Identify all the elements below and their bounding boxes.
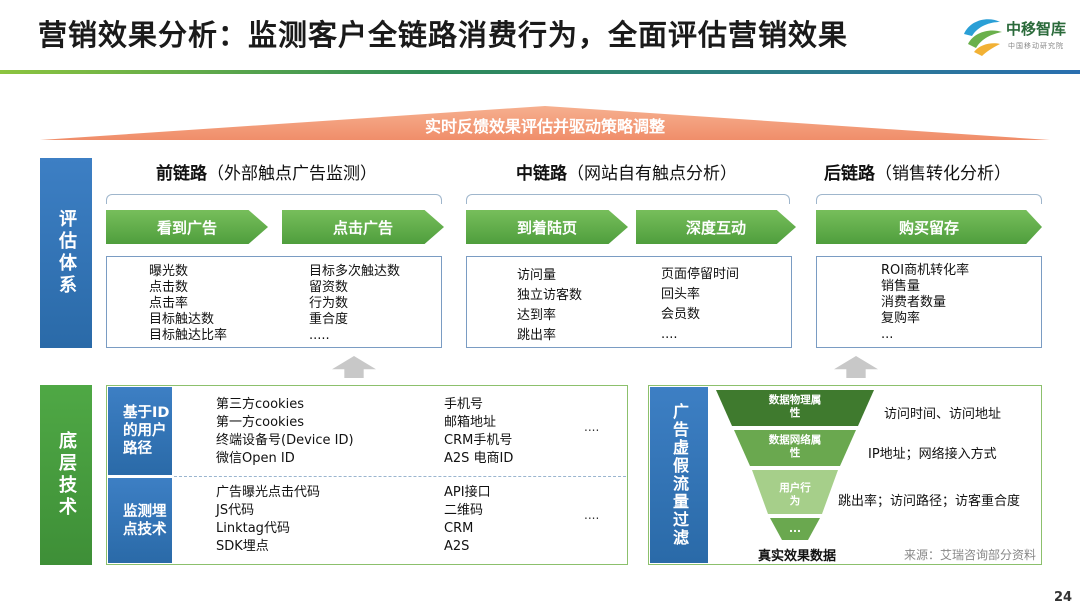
tech-item: 微信Open ID <box>216 451 295 466</box>
metrics-front-right: 目标多次触达数 留资数 行为数 重合度 ..... <box>309 264 400 344</box>
metric-item: 点击数 <box>149 280 189 295</box>
tech-item: 手机号 <box>444 397 484 412</box>
step-click-ad: 点击广告 <box>282 210 444 244</box>
segment-title-front: 前链路（外部触点广告监测） <box>156 164 377 184</box>
metric-item: ROI商机转化率 <box>881 263 970 278</box>
funnel-layer-behavior <box>752 470 838 514</box>
funnel-desc: 访问时间、访问地址 <box>884 407 1002 422</box>
tech-item: JS代码 <box>216 503 255 518</box>
funnel-desc: 跳出率；访问路径；访客重合度 <box>838 494 1021 509</box>
metric-item: 曝光数 <box>149 264 189 279</box>
bracket-back <box>816 194 1042 204</box>
tech-item: API接口 <box>444 485 491 500</box>
metrics-middle-right: 页面停留时间 回头率 会员数 .... <box>661 265 739 345</box>
row-label-id-path: 基于ID的用户路径 <box>108 387 172 475</box>
metrics-front-left: 曝光数 点击数 点击率 目标触达数 目标触达比率 <box>149 264 227 344</box>
tech-item: CRM手机号 <box>444 433 513 448</box>
metric-item: 行为数 <box>309 296 349 311</box>
step-purchase-retention: 购买留存 <box>816 210 1042 244</box>
metrics-front-box: 曝光数 点击数 点击率 目标触达数 目标触达比率 目标多次触达数 留资数 行为数… <box>106 256 442 348</box>
base-tech-side-label: 底层技术 <box>40 385 92 565</box>
id-path-col2: 手机号 邮箱地址 CRM手机号 A2S 电商ID <box>444 396 513 468</box>
tech-item: 终端设备号(Device ID) <box>216 433 354 448</box>
metric-item: 独立访客数 <box>517 288 583 303</box>
metrics-back-list: ROI商机转化率 销售量 消费者数量 复购率 ... <box>881 263 969 343</box>
step-deep-interaction: 深度互动 <box>636 210 796 244</box>
bracket-middle <box>466 194 790 204</box>
metric-item: 复购率 <box>881 311 921 326</box>
tech-item: A2S 电商ID <box>444 451 514 466</box>
logo-icon <box>964 19 1002 56</box>
metric-item: 目标触达比率 <box>149 328 228 343</box>
feedback-banner <box>40 106 1050 140</box>
tech-item: 邮箱地址 <box>444 415 497 430</box>
metric-item: .... <box>661 327 678 342</box>
metrics-middle-box: 访问量 独立访客数 达到率 跳出率 页面停留时间 回头率 会员数 .... <box>466 256 792 348</box>
funnel-label: ... <box>789 522 801 535</box>
base-tech-box <box>106 385 628 565</box>
metric-item: 点击率 <box>149 296 189 311</box>
funnel-layer-physical <box>716 390 874 426</box>
funnel-label: 数据物理属性 <box>768 394 822 419</box>
metrics-middle-left: 访问量 独立访客数 达到率 跳出率 <box>517 266 582 346</box>
metric-item: 留资数 <box>309 280 349 295</box>
page-number: 24 <box>1054 590 1073 605</box>
funnel-result: 真实效果数据 <box>758 549 837 564</box>
tracking-col2: API接口 二维码 CRM A2S <box>444 484 491 556</box>
funnel-layer-more <box>770 518 820 540</box>
more-ellipsis: .... <box>584 420 600 434</box>
metric-item: 达到率 <box>517 308 557 323</box>
funnel-layer-network <box>734 430 856 466</box>
tech-item: CRM <box>444 521 474 536</box>
metric-item: 会员数 <box>661 307 701 322</box>
funnel-label: 数据网络属性 <box>768 434 822 459</box>
id-path-col1: 第三方cookies 第一方cookies 终端设备号(Device ID) 微… <box>216 396 354 468</box>
banner-text: 实时反馈效果评估并驱动策略调整 <box>424 117 665 136</box>
metric-item: 回头率 <box>661 287 701 302</box>
funnel-desc: IP地址；网络接入方式 <box>868 447 997 462</box>
row-label-tracking: 监测埋点技术 <box>108 478 172 563</box>
metric-item: 目标触达数 <box>149 312 215 327</box>
up-arrow-icon <box>332 356 376 378</box>
tech-item: 第三方cookies <box>216 397 304 412</box>
tech-item: 第一方cookies <box>216 415 304 430</box>
tech-item: Linktag代码 <box>216 521 290 536</box>
tech-item: SDK埋点 <box>216 539 269 554</box>
metric-item: 重合度 <box>309 312 349 327</box>
step-see-ad: 看到广告 <box>106 210 268 244</box>
metric-item: 销售量 <box>881 279 921 294</box>
source-note: 来源：艾瑞咨询部分资料 <box>904 548 1037 562</box>
tech-item: A2S <box>444 539 470 554</box>
metric-item: ..... <box>309 328 330 343</box>
evaluation-side-label: 评估体系 <box>40 158 92 348</box>
metric-item: ... <box>881 327 894 342</box>
metric-item: 目标多次触达数 <box>309 264 401 279</box>
bracket-front <box>106 194 442 204</box>
up-arrow-icon <box>834 356 878 378</box>
tracking-col1: 广告曝光点击代码 JS代码 Linktag代码 SDK埋点 <box>216 484 320 556</box>
more-ellipsis: .... <box>584 508 600 522</box>
tech-item: 广告曝光点击代码 <box>216 485 321 500</box>
logo-subtitle: 中国移动研究院 <box>1008 42 1064 50</box>
metric-item: 访问量 <box>517 268 557 283</box>
metrics-back-box: ROI商机转化率 销售量 消费者数量 复购率 ... <box>816 256 1042 348</box>
logo-name: 中移智库 <box>1006 20 1067 38</box>
funnel-chart <box>716 390 874 540</box>
filter-side-label: 广告虚假流量过滤 <box>650 387 708 563</box>
step-landing-page: 到着陆页 <box>466 210 628 244</box>
page-title: 营销效果分析：监测客户全链路消费行为，全面评估营销效果 <box>38 18 849 52</box>
metric-item: 消费者数量 <box>881 295 947 310</box>
segment-title-middle: 中链路（网站自有触点分析） <box>516 164 737 184</box>
funnel-label: 用户行为 <box>779 482 811 507</box>
metric-item: 页面停留时间 <box>661 267 740 282</box>
metric-item: 跳出率 <box>517 328 557 343</box>
row-divider <box>174 476 626 477</box>
segment-title-back: 后链路（销售转化分析） <box>824 164 1011 184</box>
tech-item: 二维码 <box>444 503 484 518</box>
header-divider <box>0 70 1080 74</box>
